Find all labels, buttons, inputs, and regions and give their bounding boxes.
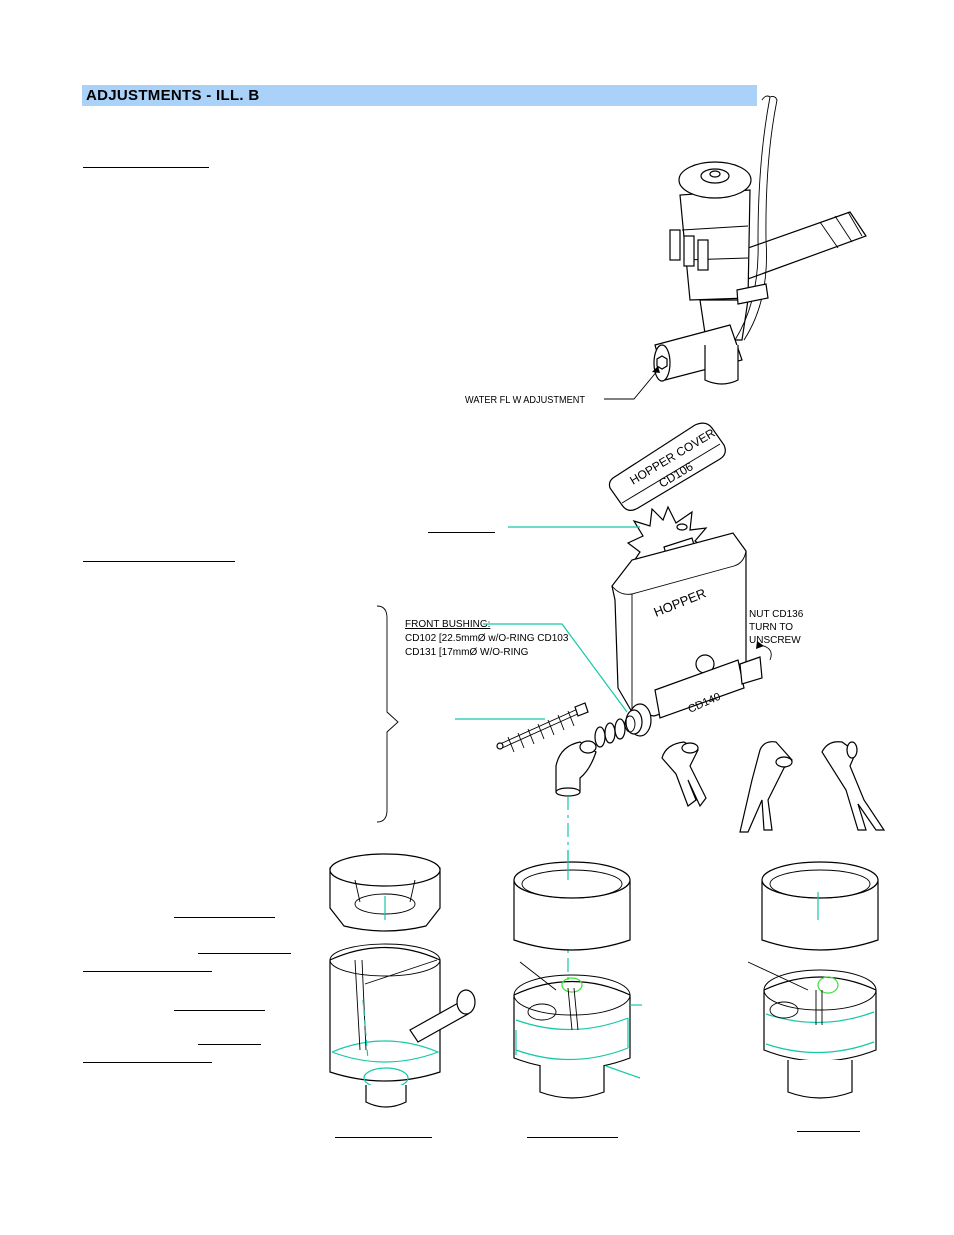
mixing-bowl-middle [513,861,642,1099]
mixing-bowl-right [747,861,879,1099]
blank-underline [174,917,275,918]
water-flow-label: WATER FL W ADJUSTMENT [465,395,585,406]
front-bushing-line1: CD102 [22.5mmØ w/O-RING CD103 [405,633,569,644]
spout-options-drawing [661,741,886,833]
front-bushing-callout: FRONT BUSHING: CD102 [22.5mmØ w/O-RING C… [405,619,628,713]
blank-underline [198,1044,261,1045]
front-bushing-title: FRONT BUSHING: [405,619,490,630]
mixing-bowl-left [329,853,476,1108]
blank-underline [83,971,212,972]
blank-underline [83,1062,212,1063]
hopper-cover-drawing: HOPPER COVER CD106 [608,422,726,511]
brace [376,605,399,823]
blank-underline [428,532,495,533]
hopper-drawing: HOPPER CD140 NUT CD136 TURN TO UNSCREW [594,532,804,748]
blank-underline [83,167,209,168]
blank-underline [198,953,291,954]
blank-underline [335,1137,432,1138]
section-header-bar: ADJUSTMENTS - ILL. B [82,85,757,106]
water-valve-drawing: WATER FL W ADJUSTMENT [465,95,867,406]
blank-underline [797,1131,860,1132]
front-bushing-line2: CD131 [17mmØ W/O-RING [405,647,529,658]
auger-drawing [455,702,589,753]
blank-underline [527,1137,618,1138]
elbow-spout-drawing [555,740,597,797]
nut-label-1: NUT CD136 [749,609,804,620]
nut-label-2: TURN TO [749,622,793,633]
blank-underline [174,1010,265,1011]
blank-underline [83,561,235,562]
page-title: ADJUSTMENTS - ILL. B [86,87,260,104]
nut-label-3: UNSCREW [749,635,801,646]
